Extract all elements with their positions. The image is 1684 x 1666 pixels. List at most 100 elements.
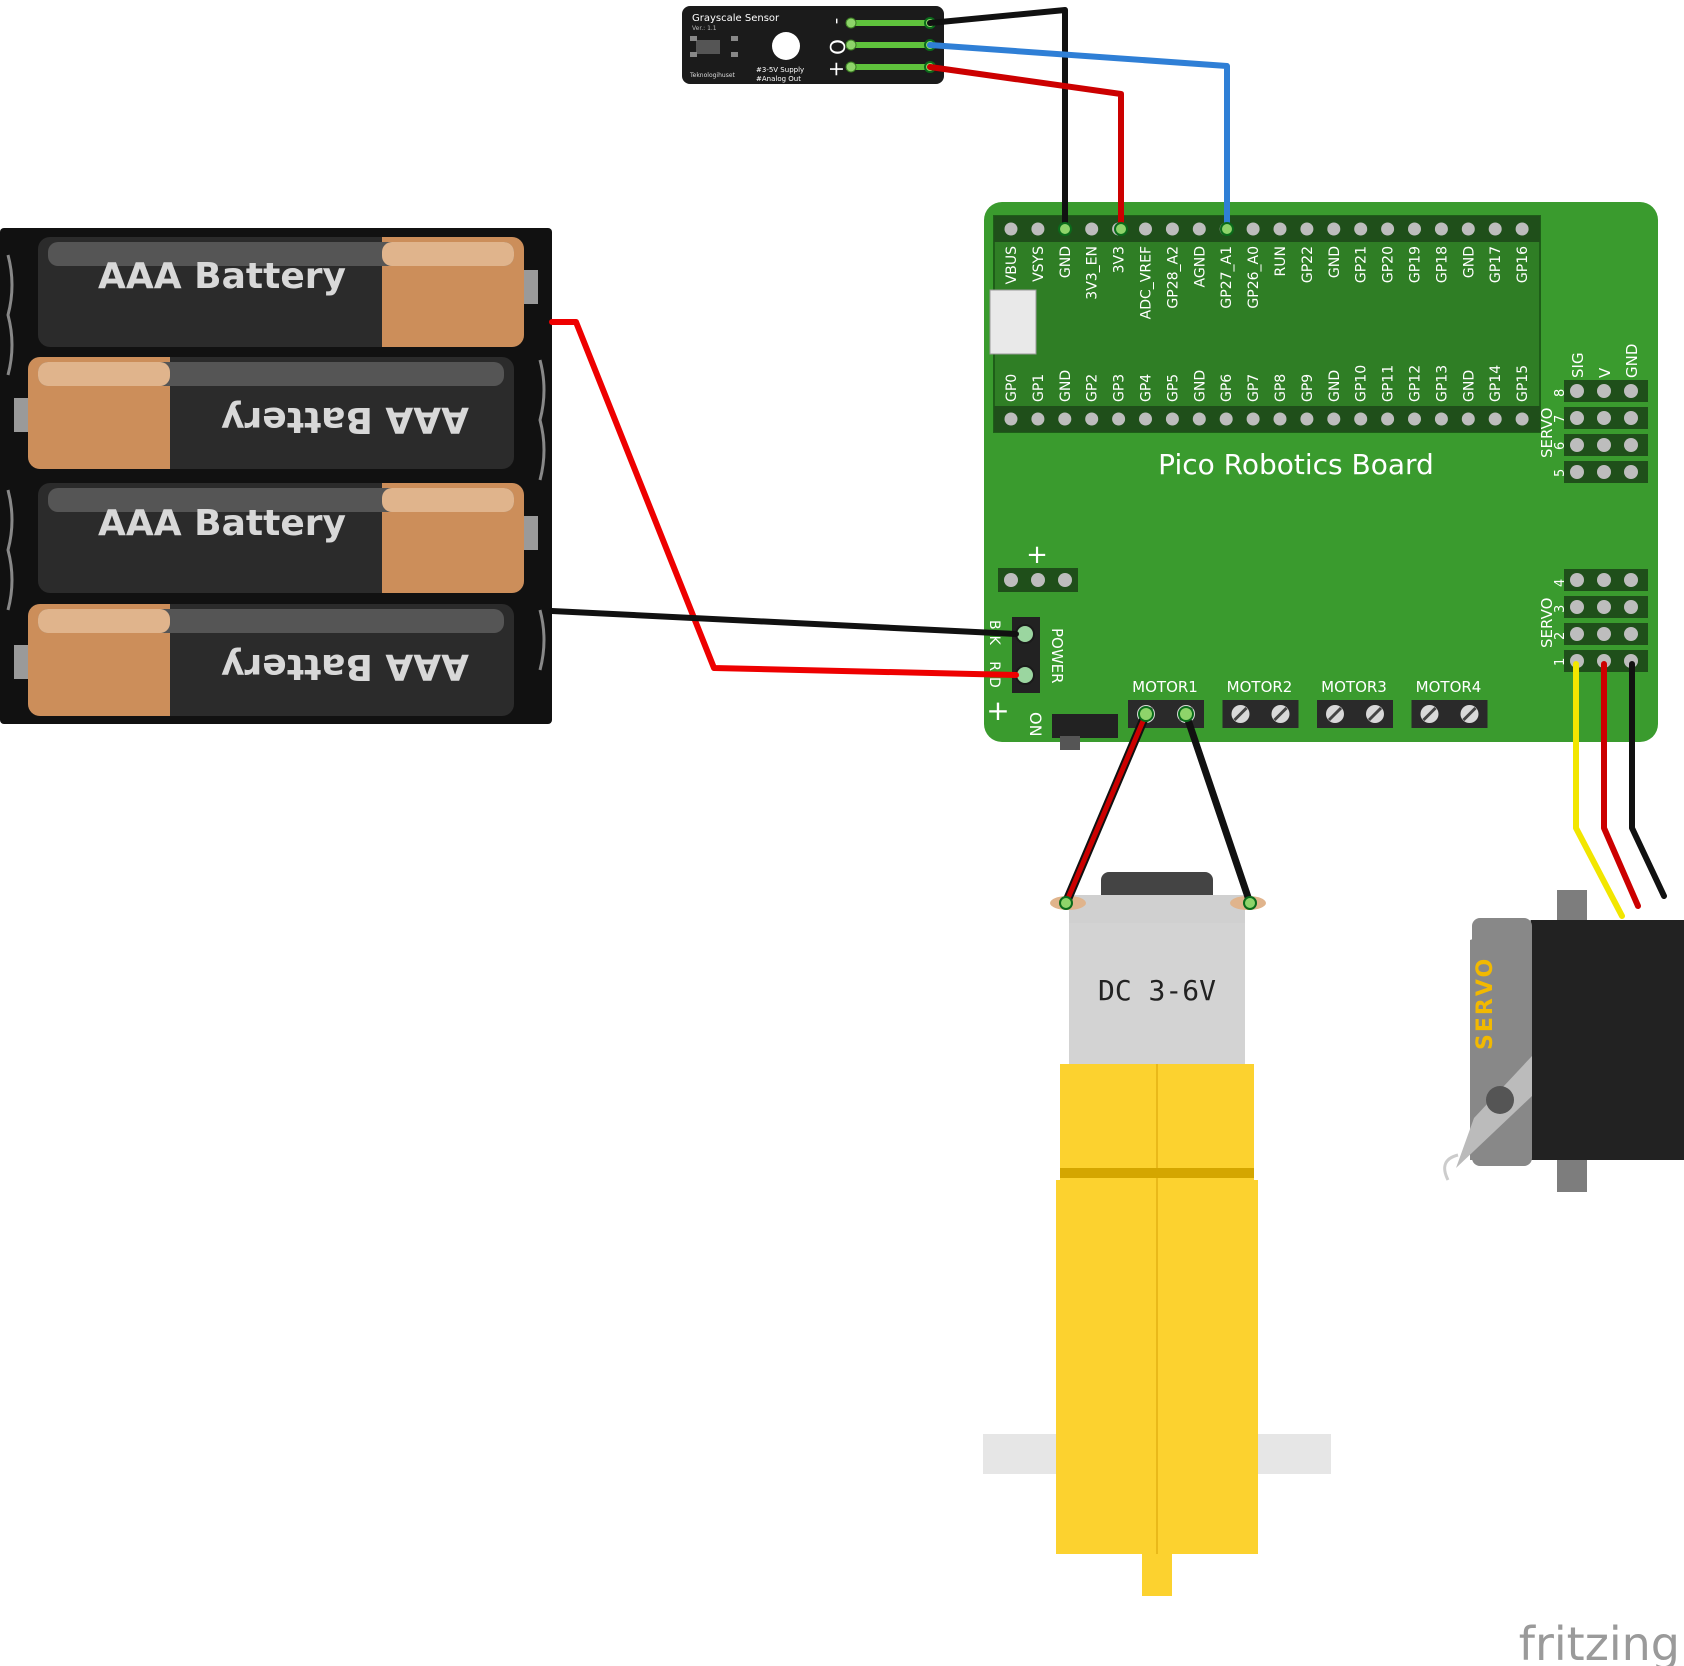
pico-bottom-pin[interactable] [1139, 412, 1152, 426]
servo-header-pin[interactable] [1570, 600, 1584, 614]
servo-header-pin[interactable] [1570, 627, 1584, 641]
sensor-spec-out: #Analog Out [756, 75, 801, 83]
pico-bottom-pin[interactable] [1004, 412, 1018, 426]
pico-top-pin[interactable] [1434, 222, 1448, 236]
pico-bottom-pin[interactable] [1461, 412, 1475, 426]
pico-top-pin[interactable] [1408, 222, 1421, 236]
pico-top-pin-label: GND [1058, 246, 1074, 278]
pico-top-pin-label: ADC_VREF [1139, 246, 1155, 319]
battery-3: AAA Battery [38, 483, 538, 593]
wire-servo-signal[interactable] [1573, 661, 1625, 919]
servo-label: SERVO [1473, 957, 1498, 1050]
wire-sensor-gnd[interactable] [927, 7, 1068, 232]
servo-header-pin[interactable] [1624, 438, 1638, 452]
servo-num-1: 1 [1553, 658, 1568, 666]
pico-top-pin-label: GP17 [1488, 246, 1504, 283]
pico-top-pin[interactable] [1165, 222, 1179, 236]
pico-bottom-pin[interactable] [1085, 412, 1099, 426]
servo-header-pin[interactable] [1570, 438, 1584, 452]
pico-bottom-pin[interactable] [1434, 412, 1448, 426]
pico-bottom-pin[interactable] [1273, 412, 1287, 426]
pico-bottom-pin[interactable] [1515, 412, 1529, 426]
servo-header-pin[interactable] [1624, 573, 1638, 587]
servo-header-pin[interactable] [1570, 411, 1584, 425]
servo-header-pin[interactable] [1597, 384, 1611, 398]
fritzing-watermark: fritzing [1519, 1617, 1680, 1666]
pico-bottom-pin-label: GP3 [1112, 374, 1128, 402]
pico-top-pin[interactable] [1488, 222, 1502, 236]
pico-bottom-pin[interactable] [1112, 412, 1126, 426]
servo-header-pin[interactable] [1597, 411, 1611, 425]
grayscale-sensor: Grayscale Sensor Ver.: 1.1 Teknologihuse… [682, 6, 944, 84]
pico-top-pin[interactable] [1085, 222, 1099, 236]
servo-header-lower: SERVO 4 3 2 1 [1538, 569, 1648, 672]
power-label: POWER [1048, 628, 1066, 684]
servo-header-pin[interactable] [1570, 384, 1584, 398]
servo-header-pin[interactable] [1624, 465, 1638, 479]
pico-top-pin-label: 3V3 [1112, 246, 1128, 273]
pico-bottom-pin[interactable] [1408, 412, 1421, 426]
servo-header-upper: SIG V GND SERVO 8 7 6 5 [1538, 344, 1648, 483]
servo-header-pin[interactable] [1624, 411, 1638, 425]
sensor-pin-o-label: O [825, 39, 849, 55]
motor-label: DC 3-6V [1098, 974, 1216, 1007]
pico-top-pin-label: GP18 [1434, 246, 1450, 283]
pico-bottom-pin[interactable] [1219, 412, 1233, 426]
pico-top-pin[interactable] [1515, 222, 1529, 236]
pico-top-pin[interactable] [1246, 222, 1260, 236]
wire-battery-positive[interactable] [549, 319, 1019, 678]
servo-header-pin[interactable] [1570, 465, 1584, 479]
on-switch[interactable]: ON [1026, 712, 1118, 750]
pico-bottom-pin[interactable] [1058, 412, 1072, 426]
servo-header-pin[interactable] [1624, 600, 1638, 614]
pico-bottom-pin[interactable] [1488, 412, 1502, 426]
pico-bottom-pin-label: GP13 [1434, 365, 1450, 402]
servo-header-pin[interactable] [1597, 438, 1611, 452]
servo-header-pin[interactable] [1597, 600, 1611, 614]
pico-top-pin[interactable] [1273, 222, 1287, 236]
on-label: ON [1026, 712, 1045, 737]
servo-header-pin[interactable] [1597, 627, 1611, 641]
pico-top-pin[interactable] [1461, 222, 1475, 236]
pico-bottom-pin-label: GP1 [1031, 374, 1047, 402]
pico-bottom-pin[interactable] [1031, 412, 1045, 426]
pico-top-pin[interactable] [1381, 222, 1395, 236]
pico-top-pin-label: GP26_A0 [1246, 246, 1262, 309]
sensor-brand: Teknologihuset [689, 72, 736, 79]
pico-top-pin-label: 3V3_EN [1085, 246, 1101, 300]
pico-top-pin[interactable] [1192, 222, 1206, 236]
pico-bottom-pin[interactable] [1327, 412, 1341, 426]
servo-col-gnd: GND [1623, 344, 1641, 378]
pico-top-pin[interactable] [1354, 222, 1368, 236]
pico-bottom-pin-label: GP4 [1139, 374, 1155, 402]
servo-header-pin[interactable] [1570, 573, 1584, 587]
battery-1: AAA Battery [38, 237, 538, 347]
wire-sensor-vcc[interactable] [927, 64, 1124, 232]
sensor-version: Ver.: 1.1 [692, 25, 717, 32]
wire-motor-black[interactable] [1182, 710, 1254, 907]
pico-top-pin[interactable] [1031, 222, 1045, 236]
wire-servo-gnd[interactable] [1629, 661, 1667, 899]
pico-bottom-pin[interactable] [1381, 412, 1395, 426]
pico-bottom-pin[interactable] [1300, 412, 1314, 426]
servo-header-pin[interactable] [1624, 627, 1638, 641]
pico-top-pin[interactable] [1139, 222, 1152, 236]
pico-bottom-pin[interactable] [1246, 412, 1260, 426]
pico-top-pin-label: GP22 [1300, 246, 1316, 283]
pico-top-pin[interactable] [1004, 222, 1018, 236]
pico-top-pin[interactable] [1300, 222, 1314, 236]
pico-bottom-pin[interactable] [1354, 412, 1368, 426]
wire-servo-power[interactable] [1601, 661, 1641, 909]
wire-battery-negative[interactable] [549, 608, 1019, 637]
battery-3-label: AAA Battery [98, 503, 346, 544]
servo-header-pin[interactable] [1597, 465, 1611, 479]
pico-bottom-pin[interactable] [1165, 412, 1179, 426]
pico-bottom-pin[interactable] [1192, 412, 1206, 426]
pico-top-pin[interactable] [1327, 222, 1341, 236]
wire-sensor-signal[interactable] [927, 42, 1230, 232]
servo-header-pin[interactable] [1597, 573, 1611, 587]
wire-motor-red-core [1063, 711, 1149, 906]
pico-bottom-pin-label: GP9 [1300, 374, 1316, 402]
servo-header-pin[interactable] [1624, 384, 1638, 398]
